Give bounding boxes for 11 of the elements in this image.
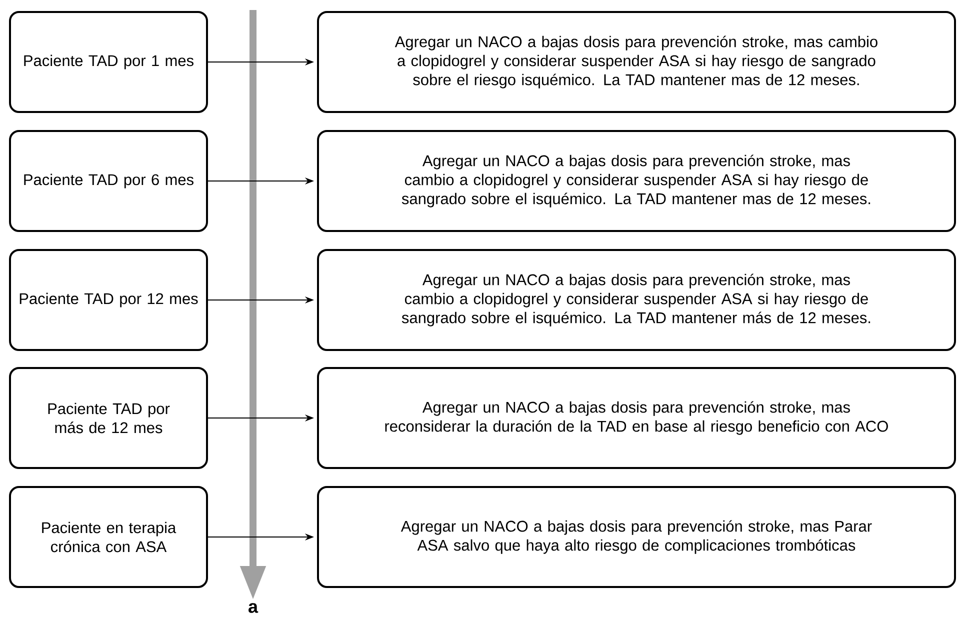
text-box: Paciente en terapia crónica con ASA bbox=[9, 486, 208, 588]
text-box: Paciente TAD por 1 mes bbox=[9, 11, 208, 113]
axis-label: a bbox=[248, 603, 258, 613]
text-box: Agregar un NACO a bajas dosis para prevención stroke, mas Parar ASA salvo que haya alto riesgo de complicaciones trombóticas bbox=[317, 486, 956, 588]
text-box: Agregar un NACO a bajas dosis para prevención stroke, mas reconsiderar la duración de la TAD en base al riesgo beneficio con ACO bbox=[317, 367, 956, 469]
text-box: Agregar un NACO a bajas dosis para prevención stroke, mas cambio a clopidogrel y considerar suspender ASA si hay riesgo de sangrado sobre el isquémico. La TAD mantener mas de 12 meses. bbox=[317, 130, 956, 232]
text-box: Paciente TAD por 6 mes bbox=[9, 130, 208, 232]
text-box: Agregar un NACO a bajas dosis para prevención stroke, mas cambio a clopidogrel y considerar suspender ASA si hay riesgo de sangrado sobre el isquémico. La TAD mantener más de 12 meses. bbox=[317, 249, 956, 351]
text-box: Paciente TAD por 12 mes bbox=[9, 249, 208, 351]
text-box: Agregar un NACO a bajas dosis para prevención stroke, mas cambio a clopidogrel y considerar suspender ASA si hay riesgo de sangrado sobre el riesgo isquémico. La TAD mantener mas de 12 meses. bbox=[317, 11, 956, 113]
text-box: Paciente TAD por más de 12 mes bbox=[9, 367, 208, 469]
